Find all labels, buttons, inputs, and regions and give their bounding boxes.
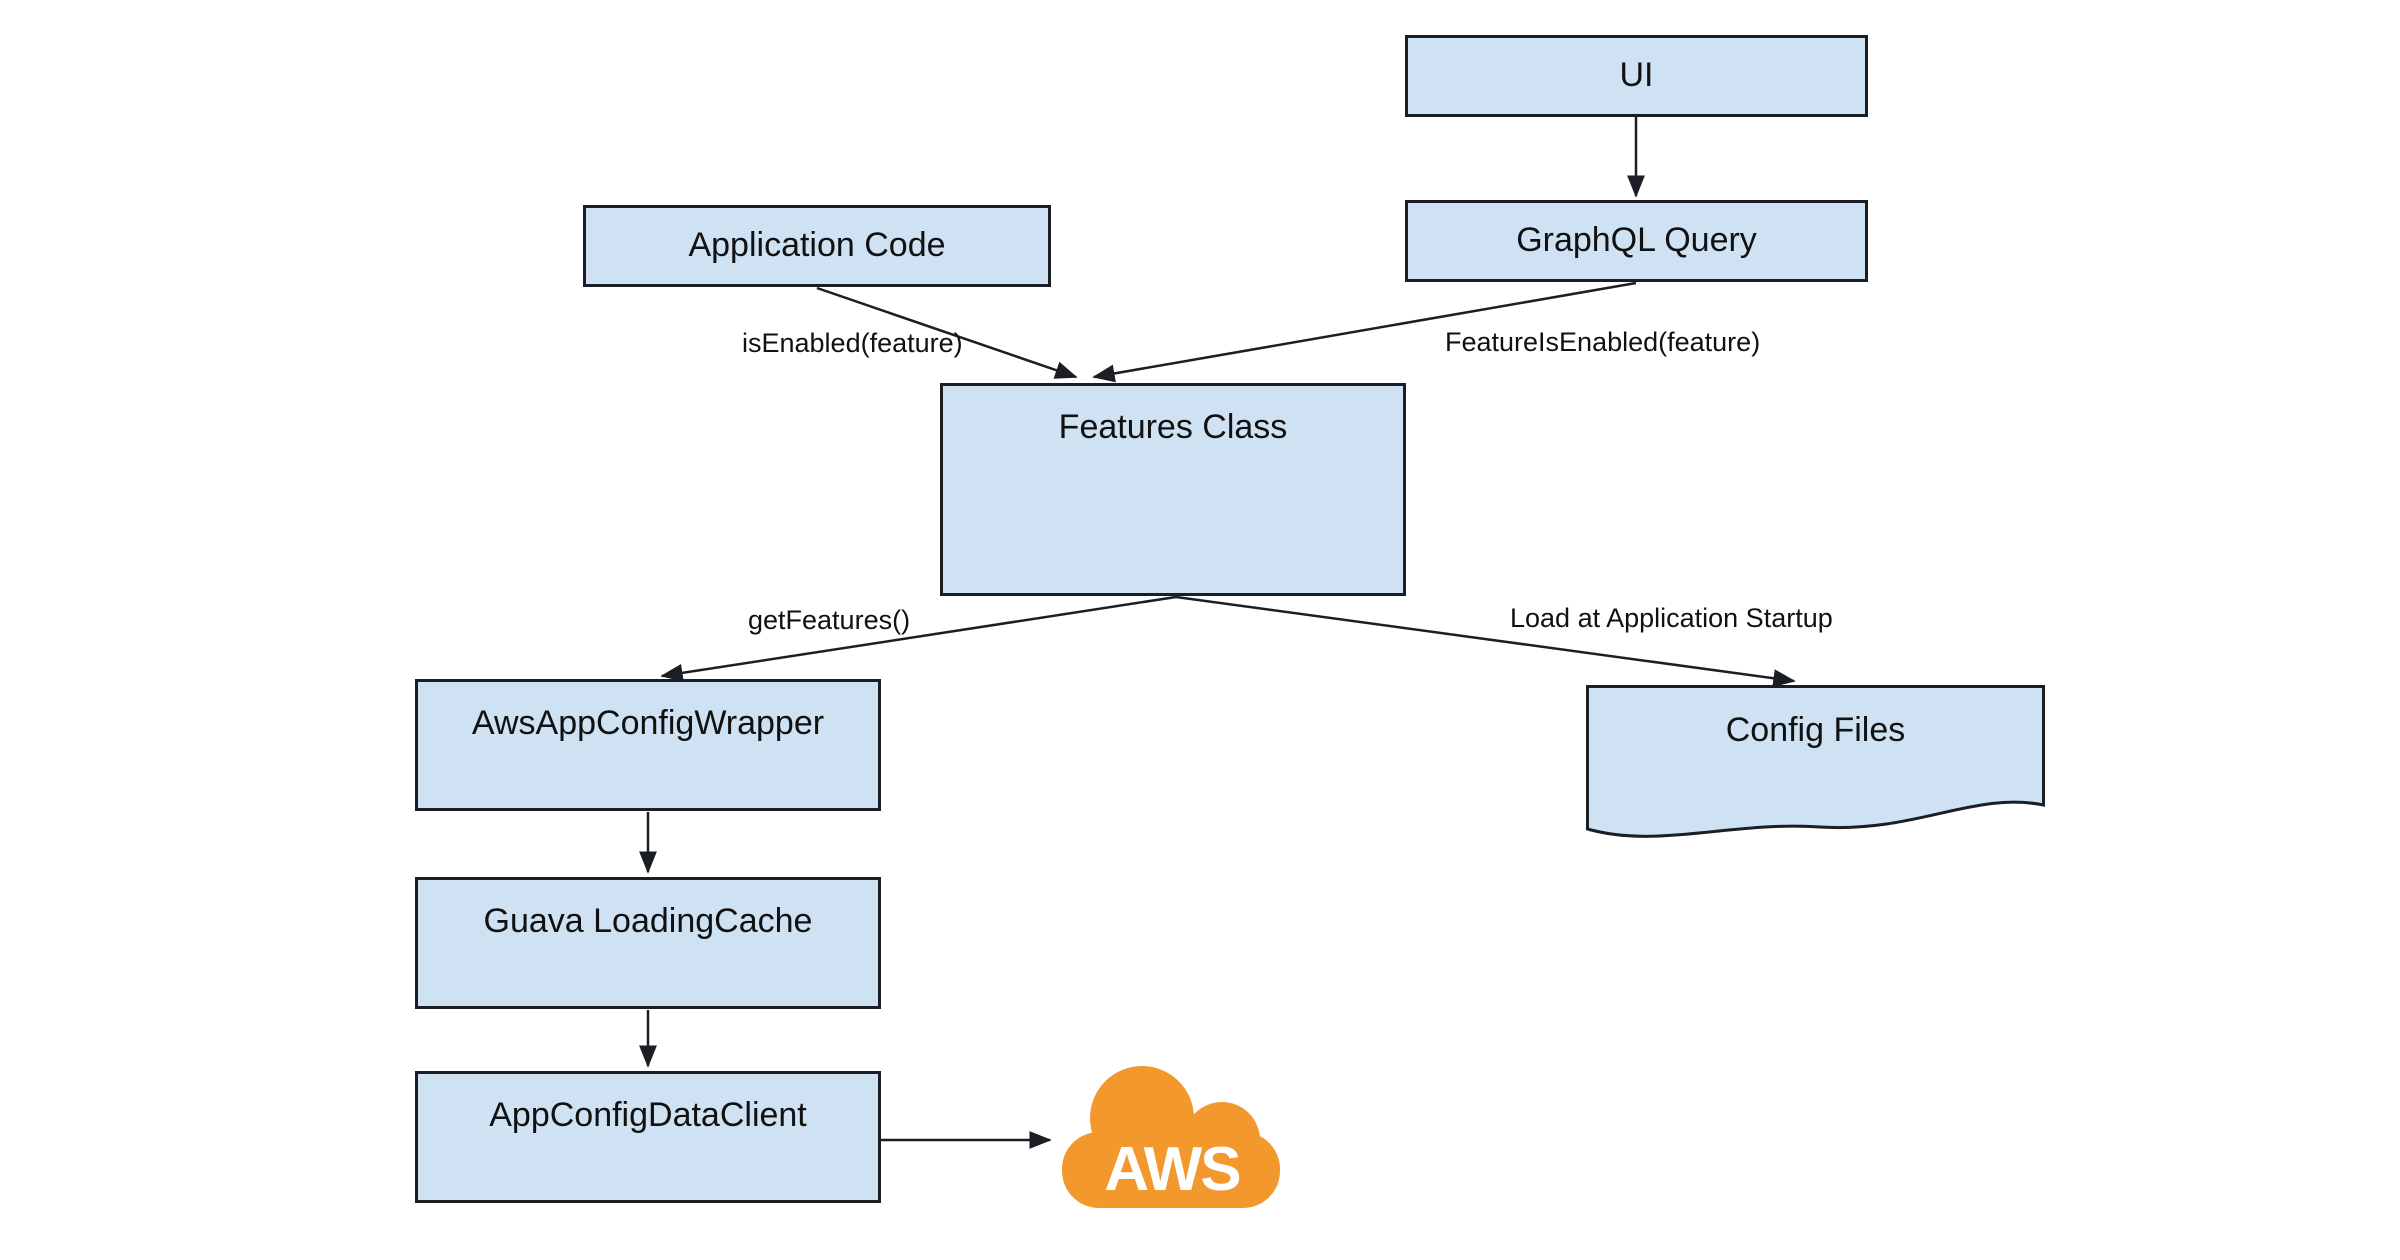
node-graphql-query-label: GraphQL Query: [1516, 221, 1757, 260]
config-files-document-shape: [1586, 685, 2045, 838]
node-app-config-data-client-label: AppConfigDataClient: [489, 1096, 807, 1134]
node-features-class-label: Features Class: [1058, 408, 1288, 446]
aws-cloud-icon: AWS: [1062, 1066, 1280, 1208]
node-features-class: Features Class: [940, 383, 1406, 596]
node-app-config-data-client: AppConfigDataClient: [415, 1071, 881, 1203]
node-aws-app-config-wrapper-label: AwsAppConfigWrapper: [471, 704, 825, 742]
node-graphql-query: GraphQL Query: [1405, 200, 1868, 282]
node-aws-app-config-wrapper: AwsAppConfigWrapper: [415, 679, 881, 811]
node-config-files-label: Config Files: [1725, 711, 1906, 749]
node-ui-label: UI: [1619, 56, 1654, 95]
edge-label-load-at-application-startup: Load at Application Startup: [1510, 603, 1833, 633]
node-application-code-label: Application Code: [688, 226, 946, 265]
edge-label-getfeatures: getFeatures(): [748, 605, 911, 635]
edge-label-isenabled-feature: isEnabled(feature): [742, 328, 963, 358]
aws-cloud-label: AWS: [1104, 1135, 1239, 1204]
node-application-code: Application Code: [583, 205, 1051, 287]
node-config-files: Config Files: [1586, 685, 2045, 843]
node-ui: UI: [1405, 35, 1868, 117]
node-guava-loading-cache: Guava LoadingCache: [415, 877, 881, 1009]
node-guava-loading-cache-label: Guava LoadingCache: [483, 902, 813, 940]
edge-label-featureisenabled-feature: FeatureIsEnabled(feature): [1445, 327, 1761, 357]
arrow-features-class-to-aws-app-config-wrapper: [660, 595, 1177, 682]
